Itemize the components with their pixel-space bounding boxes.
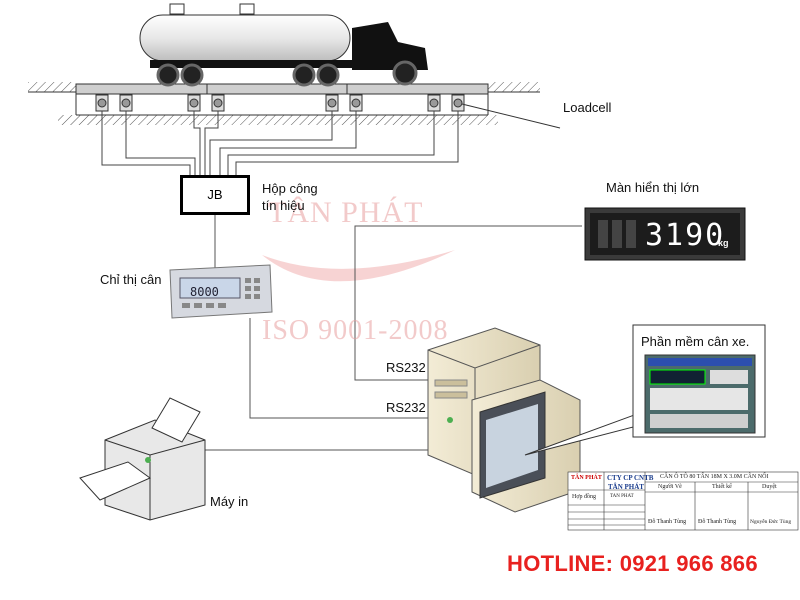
title-block-company2: TÂN PHÁT <box>608 483 644 491</box>
rs232-indicator-label: RS232 <box>386 400 426 415</box>
loadcell-pointer <box>461 103 561 129</box>
title-block-name1: Đỗ Thanh Tùng <box>648 519 687 525</box>
title-block-col3: Duyệt <box>762 484 777 490</box>
rs232-display-label: RS232 <box>386 360 426 375</box>
indicator-value: 8000 <box>190 285 219 299</box>
big-display-value: 3190 <box>645 218 726 253</box>
hotline-text: HOTLINE: 0921 966 866 <box>507 551 758 576</box>
watermark-company: TÂN PHÁT <box>268 196 424 229</box>
big-display-unit: kg <box>718 238 729 248</box>
indicator-pc-cable <box>249 318 433 419</box>
title-block-company: CTY CP CNTB <box>607 474 654 482</box>
title-block-col2: Thiết kế <box>712 484 732 490</box>
indicator-label: Chỉ thị cân <box>100 272 162 287</box>
tanker-truck <box>139 3 428 87</box>
title-block-row-label: Hợp đồng <box>572 494 597 500</box>
title-block-row-value: TAN PHAT <box>610 494 634 499</box>
loadcell-cables <box>101 111 459 175</box>
big-display-label: Màn hiển thị lớn <box>606 180 700 195</box>
junction-box: JB <box>180 175 250 215</box>
ground <box>28 82 540 125</box>
load-cells <box>95 94 465 112</box>
loadcell-label: Loadcell <box>563 100 612 115</box>
software-callout <box>524 324 766 456</box>
watermark-iso: ISO 9001-2008 <box>262 315 449 346</box>
junction-box-label: Hộp công tín hiệu <box>262 181 318 213</box>
title-block-drawing-title: CÂN Ô TÔ 80 TẤN 18M X 3.0M CÂN NỔI <box>660 474 769 480</box>
printer <box>79 397 206 521</box>
display-pc-cable <box>354 225 582 381</box>
title-block-name2: Đỗ Thanh Tùng <box>698 519 737 525</box>
weighbridge-platform <box>75 83 489 95</box>
title-block-logo: TÂN PHÁT <box>571 475 602 481</box>
title-block <box>567 471 799 531</box>
title-block-name3: Nguyễn Đức Tùng <box>750 519 792 525</box>
weighing-indicator <box>169 264 273 319</box>
big-display <box>584 207 746 261</box>
title-block-col1: Người Vẽ <box>658 484 682 490</box>
jb-label: JB <box>207 187 223 202</box>
software-label: Phần mềm cân xe. <box>641 334 750 349</box>
printer-label: Máy in <box>210 494 249 509</box>
watermark-swoosh <box>262 250 455 282</box>
computer-monitor <box>471 379 581 513</box>
